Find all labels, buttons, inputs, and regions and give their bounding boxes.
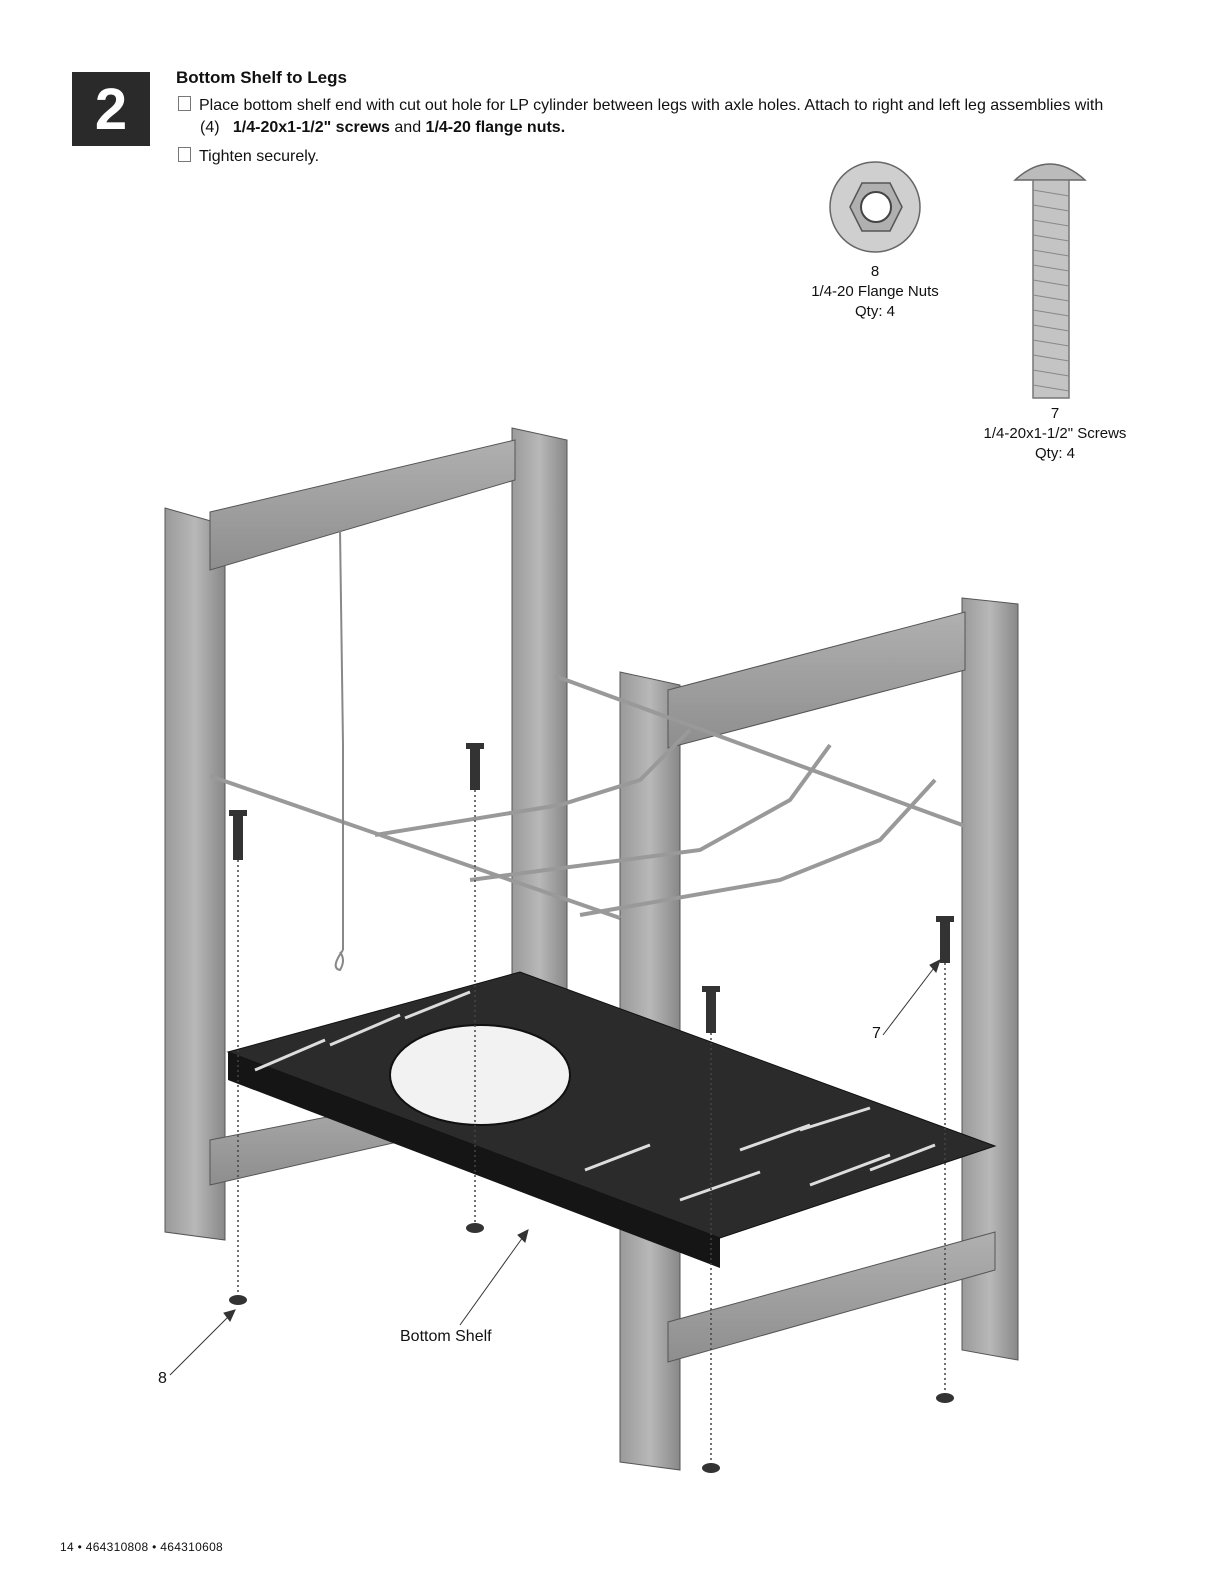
nut-part-qty: Qty: 4 [854,303,895,320]
instruction-and: and [394,119,422,136]
checkbox-icon [178,96,191,111]
screw-part-name: 1/4-20x1-1/2" Screws [983,425,1127,442]
wire-rack [209,674,966,920]
checkbox-icon [178,147,191,162]
instruction-qty: (4) [200,119,220,136]
instruction-2: Tighten securely. [178,147,319,167]
instruction-1-text: Place bottom shelf end with cut out hole… [199,97,1104,114]
nut-callout: 8 [158,1370,167,1387]
screw-callout: 7 [872,1025,881,1042]
bottom-shelf [226,971,997,1268]
flange-nut-icon [829,161,921,253]
step-number-badge: 2 [72,72,150,146]
nut-part-number: 8 [870,263,880,280]
instruction-1: Place bottom shelf end with cut out hole… [178,96,1158,116]
screw-part-number: 7 [1050,405,1060,422]
instruction-screws: 1/4-20x1-1/2" screws [232,119,390,136]
step-title: Bottom Shelf to Legs [176,68,347,87]
bottom-shelf-callout: Bottom Shelf [400,1328,492,1345]
screw-icon [1013,163,1087,399]
screw-part-qty: Qty: 4 [1034,445,1075,462]
page-footer: 14 • 464310808 • 464310608 [60,1540,224,1554]
instruction-2-text: Tighten securely. [199,148,320,165]
nut-part-name: 1/4-20 Flange Nuts [811,283,939,300]
screws-on-assembly [229,743,954,1473]
instruction-1-continued: (4) 1/4-20x1-1/2" screws and 1/4-20 flan… [200,118,565,138]
instruction-nuts: 1/4-20 flange nuts. [425,119,566,136]
nut-part-label: 8 1/4-20 Flange Nuts Qty: 4 [780,262,970,322]
chain-hook [334,529,344,972]
leader-lines [169,959,941,1376]
screw-part-label: 7 1/4-20x1-1/2" Screws Qty: 4 [960,404,1150,464]
